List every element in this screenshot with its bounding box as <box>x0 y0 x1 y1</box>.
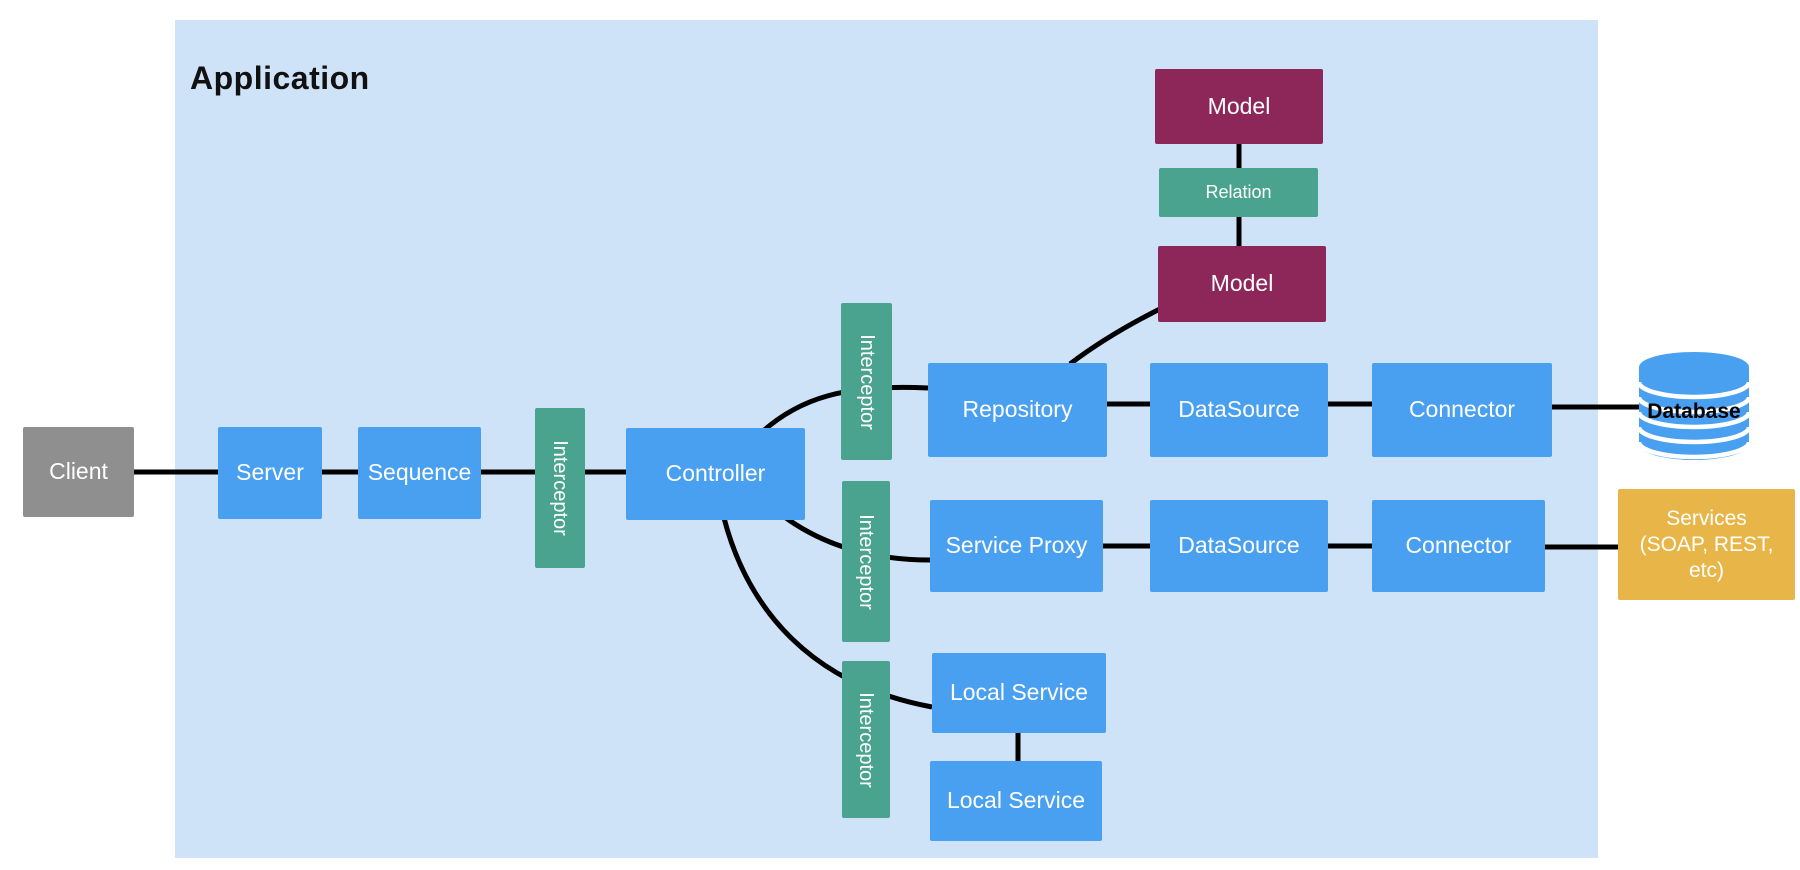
node-relation-label: Relation <box>1205 181 1272 202</box>
node-local-service-1-label: Local Service <box>949 679 1089 706</box>
database-icon <box>1636 351 1752 466</box>
node-service-proxy: Service Proxy <box>930 500 1103 592</box>
node-connector-1: Connector <box>1372 363 1552 457</box>
node-local-service-2: Local Service <box>930 761 1102 841</box>
node-server-label: Server <box>236 459 304 486</box>
node-interceptor-top-label: Interceptor <box>855 333 878 430</box>
node-model-1: Model <box>1155 69 1323 144</box>
node-client: Client <box>23 427 134 517</box>
node-connector-2: Connector <box>1372 500 1545 592</box>
node-datasource-1: DataSource <box>1150 363 1328 457</box>
node-interceptor-bottom: Interceptor <box>842 661 890 818</box>
node-database-label: Database <box>1647 400 1741 423</box>
node-local-service-2-label: Local Service <box>946 787 1086 814</box>
node-interceptor-bottom-label: Interceptor <box>855 691 878 788</box>
node-client-label: Client <box>49 458 108 485</box>
node-services-line3: etc) <box>1688 558 1724 582</box>
node-relation: Relation <box>1159 168 1318 217</box>
node-datasource-2-label: DataSource <box>1178 532 1300 559</box>
node-interceptor-top: Interceptor <box>841 303 892 460</box>
node-datasource-2: DataSource <box>1150 500 1328 592</box>
node-sequence-label: Sequence <box>367 459 472 486</box>
node-sequence: Sequence <box>358 427 481 519</box>
node-model-2-label: Model <box>1210 270 1274 297</box>
node-interceptor-main: Interceptor <box>535 408 585 568</box>
node-repository-label: Repository <box>962 396 1073 423</box>
node-services-line2: (SOAP, REST, <box>1639 532 1774 556</box>
node-service-proxy-label: Service Proxy <box>945 532 1088 559</box>
node-controller-label: Controller <box>665 460 766 487</box>
application-title: Application <box>190 60 370 96</box>
node-connector-2-label: Connector <box>1405 532 1512 559</box>
node-services-line1: Services <box>1666 506 1747 530</box>
edge-controller-localservice1 <box>721 517 933 710</box>
edge-controller-repository <box>760 384 929 434</box>
node-datasource-1-label: DataSource <box>1178 396 1300 423</box>
node-interceptor-main-label: Interceptor <box>549 440 572 536</box>
edge-repository-model2 <box>1068 300 1174 366</box>
node-model-2: Model <box>1158 246 1326 322</box>
node-repository: Repository <box>928 363 1107 457</box>
node-model-1-label: Model <box>1207 92 1271 119</box>
node-server: Server <box>218 427 322 519</box>
node-connector-1-label: Connector <box>1408 396 1516 423</box>
node-interceptor-middle-label: Interceptor <box>855 513 878 610</box>
node-services: Services (SOAP, REST, etc) <box>1618 489 1795 600</box>
node-controller: Controller <box>626 428 805 520</box>
node-interceptor-middle: Interceptor <box>842 481 890 642</box>
node-local-service-1: Local Service <box>932 653 1106 733</box>
